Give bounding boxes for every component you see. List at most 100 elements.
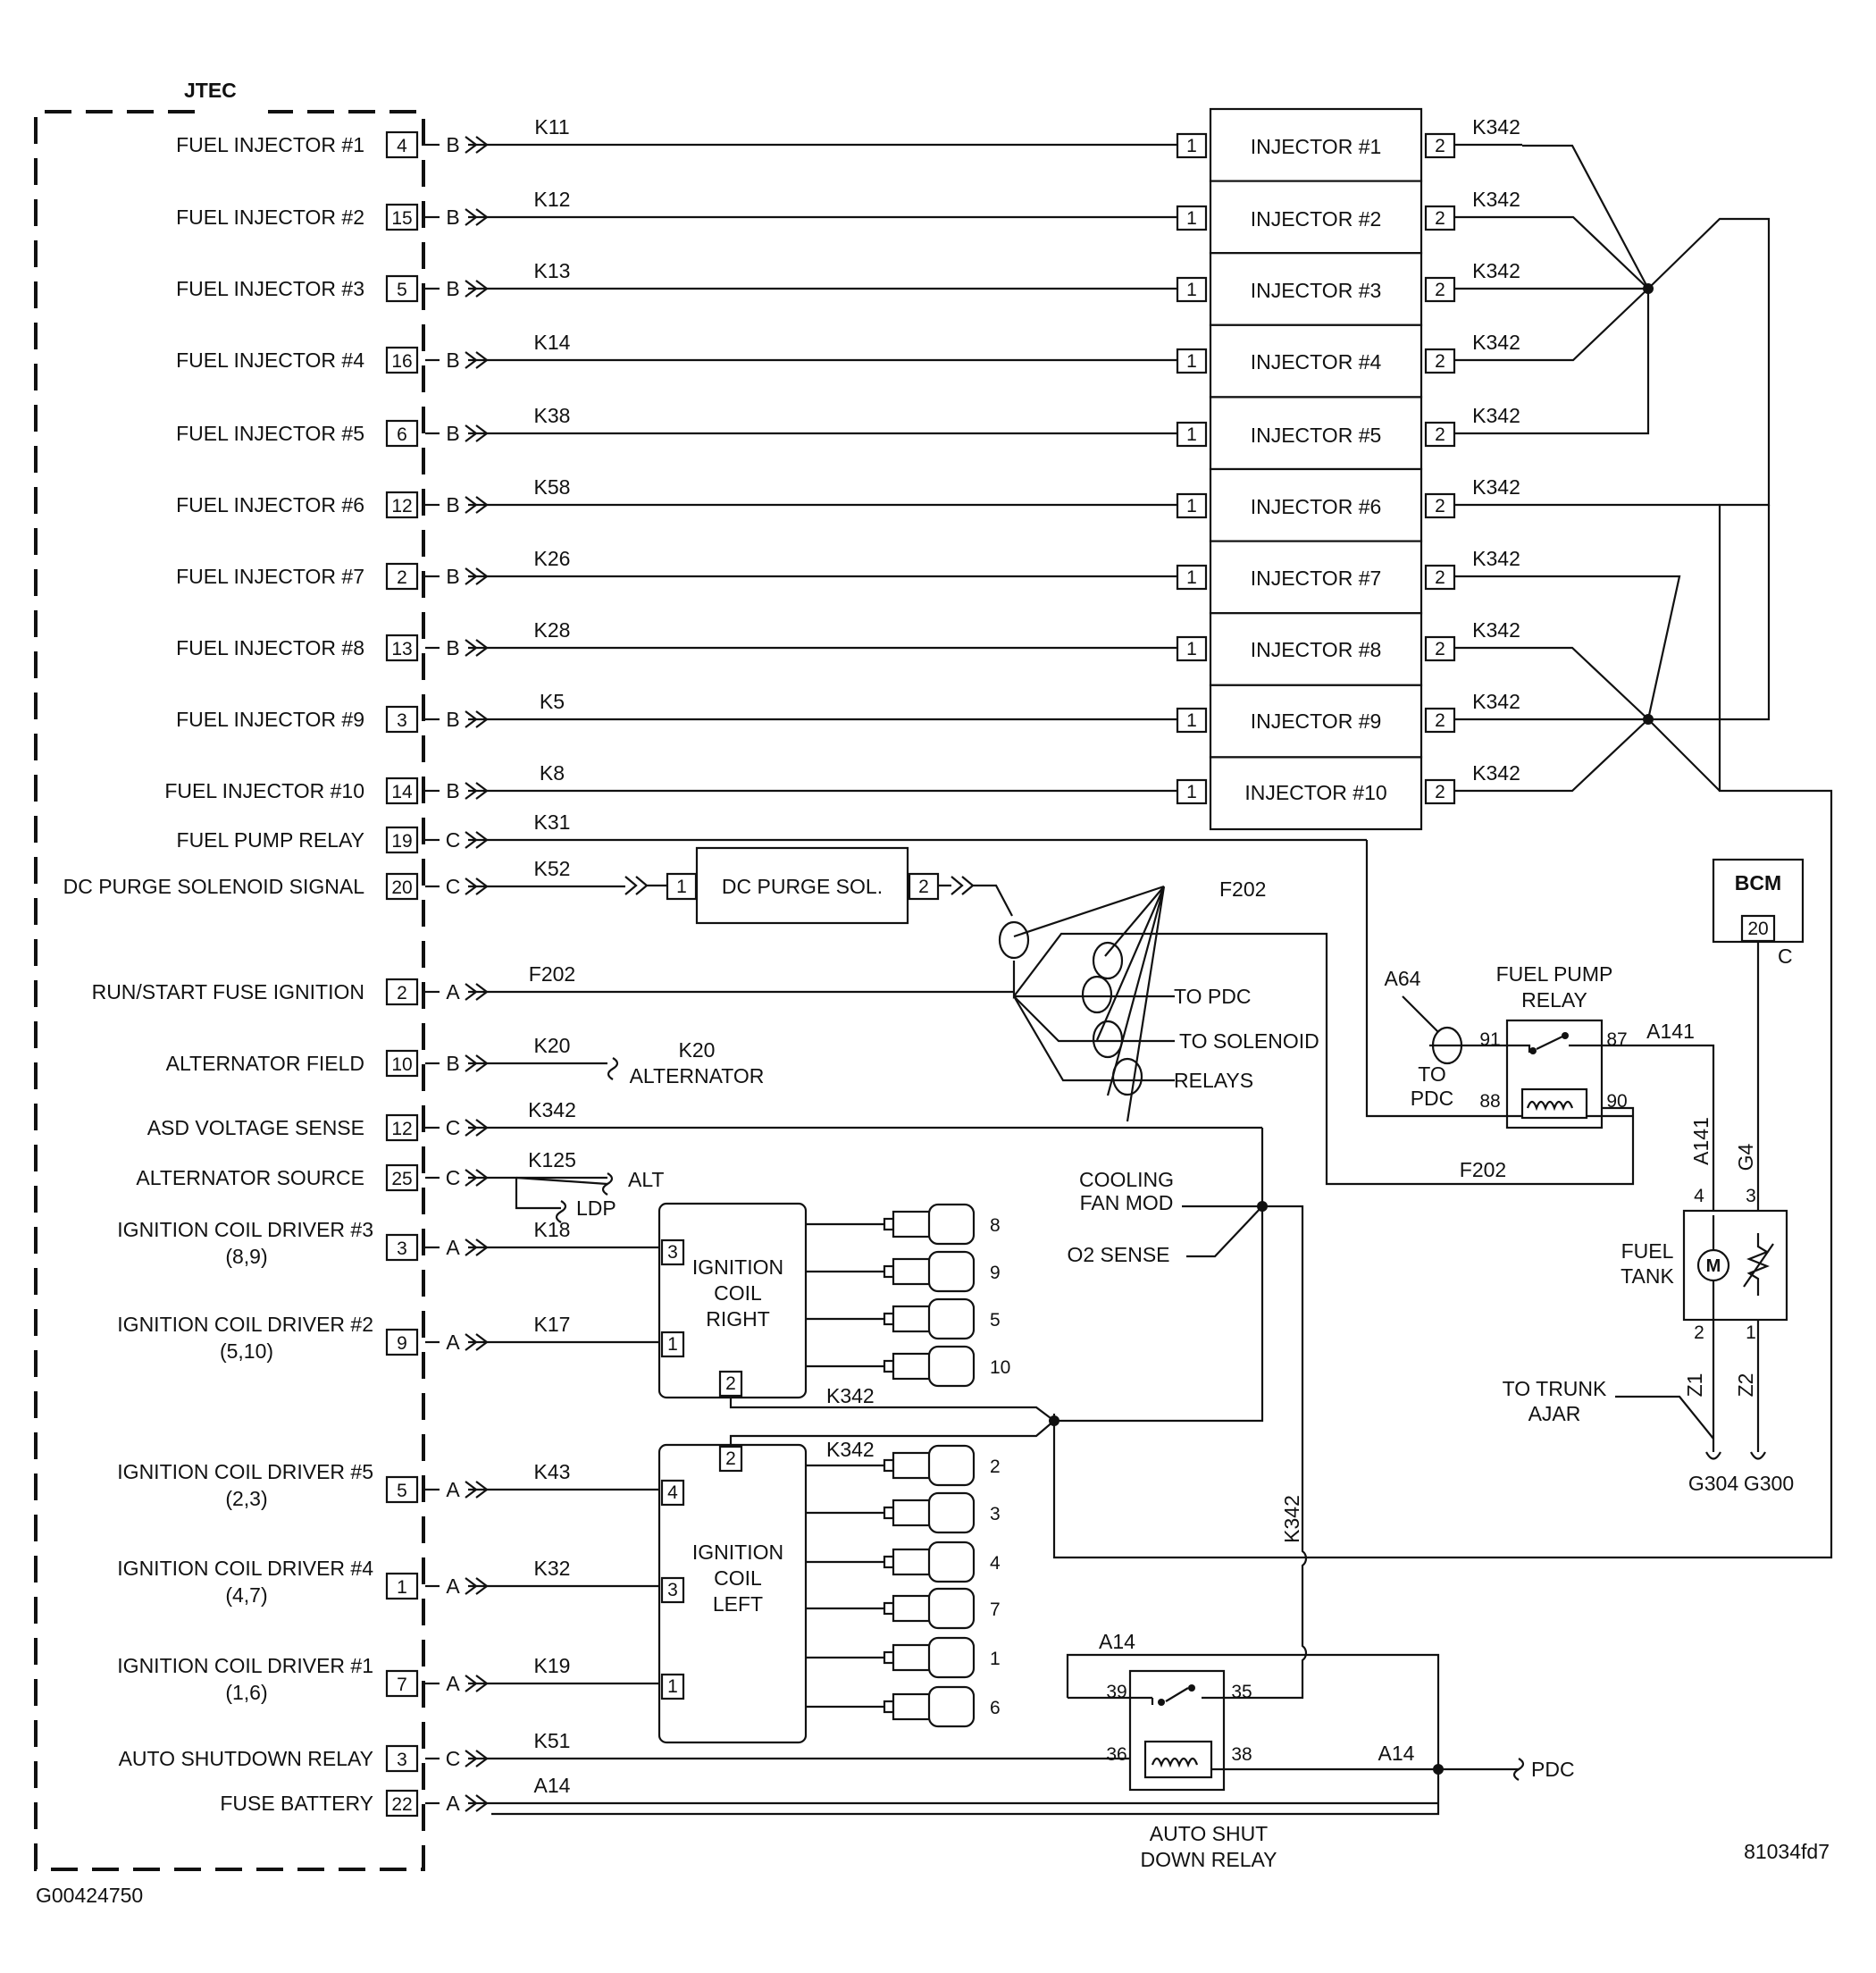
jtec-connector-letter: A: [446, 1672, 460, 1695]
coil-left-pin-1: [660, 1673, 685, 1700]
jtec-pin-number: 5: [397, 1481, 407, 1501]
jtec-row-label: FUEL INJECTOR #9: [176, 708, 364, 731]
injector-label: INJECTOR #6: [1251, 495, 1382, 518]
jtec-pin-number: 10: [391, 1054, 412, 1075]
injector-box: [1209, 252, 1423, 326]
jtec-row-label: FUEL INJECTOR #8: [176, 636, 364, 659]
svg-text:3: 3: [1746, 1186, 1756, 1206]
spark-plug-boot: [927, 1636, 976, 1679]
jtec-row-sublabel: (4,7): [225, 1583, 267, 1607]
injector-label: INJECTOR #9: [1251, 709, 1382, 733]
injector-label: INJECTOR #4: [1251, 350, 1382, 374]
svg-text:RIGHT: RIGHT: [706, 1307, 770, 1331]
svg-text:1: 1: [1186, 208, 1197, 229]
jtec-pin-box: [385, 634, 419, 662]
wire-label: K31: [534, 810, 571, 834]
jtec-pin-box: [385, 346, 419, 374]
connector-arrow: [465, 280, 489, 298]
jtec-row-label: ALTERNATOR SOURCE: [136, 1166, 364, 1189]
spark-plug-boot: [927, 1685, 976, 1728]
jtec-connector-letter: C: [446, 1166, 461, 1189]
jtec-row-label: IGNITION COIL DRIVER #4: [117, 1557, 373, 1580]
coil-left-box: [657, 1443, 808, 1744]
jtec-pin-number: 2: [397, 983, 407, 1003]
jtec-row-label: FUEL INJECTOR #2: [176, 206, 364, 229]
wire-label: K28: [534, 618, 571, 642]
bcm-pin-20: [1740, 914, 1776, 943]
injector-label: INJECTOR #1: [1251, 135, 1382, 158]
spark-plug-connector: 3: [806, 1491, 1001, 1534]
coil-right-pin-1: [660, 1331, 685, 1358]
ground-g304: G304: [1688, 1472, 1738, 1495]
jtec-connector-letter: A: [446, 1236, 460, 1259]
jtec-row-sublabel: (1,6): [225, 1681, 267, 1704]
injector-return-label: K342: [1472, 331, 1520, 354]
asd-relay-label-1: AUTO SHUT: [1150, 1822, 1268, 1845]
injector-box: [1209, 756, 1423, 831]
jtec-connector-letter: B: [446, 348, 459, 372]
jtec-row-label: FUSE BATTERY: [220, 1792, 373, 1815]
to-label: TO: [1418, 1062, 1446, 1086]
svg-text:1: 1: [1186, 351, 1197, 372]
jtec-connector-letter: A: [446, 1478, 460, 1501]
svg-text:1: 1: [1186, 424, 1197, 445]
svg-text:2: 2: [1435, 424, 1445, 445]
connector-arrow: [465, 1169, 489, 1187]
injector-return-label: K342: [1472, 404, 1520, 427]
jtec-row-label: IGNITION COIL DRIVER #2: [117, 1313, 373, 1336]
fpr-a141-label: A141: [1646, 1020, 1695, 1043]
svg-text:2: 2: [1435, 567, 1445, 588]
svg-text:IGNITION: IGNITION: [692, 1541, 783, 1564]
jtec-pin-number: 16: [391, 351, 412, 372]
to-pdc-label: TO PDC: [1174, 985, 1251, 1008]
jtec-pin-number: 6: [397, 424, 407, 445]
jtec-pin-box: [385, 826, 419, 854]
fan-mod-label: FAN MOD: [1080, 1191, 1174, 1214]
svg-text:2: 2: [1435, 136, 1445, 156]
injector-pin-2: [1424, 348, 1456, 374]
svg-text:1: 1: [676, 877, 687, 897]
connector-arrow: [465, 1794, 489, 1812]
jtec-pin-number: 19: [391, 831, 412, 852]
dc-purge-solenoid: DC PURGE SOL. 1 2: [624, 846, 1013, 925]
jtec-pin-box: [385, 872, 419, 901]
wire-label: K32: [534, 1557, 571, 1580]
svg-text:COIL: COIL: [714, 1566, 762, 1590]
injector-box: [1209, 396, 1423, 471]
connector-arrow: [465, 424, 489, 442]
wire-label: K20: [534, 1034, 571, 1057]
wire-label: K18: [534, 1218, 571, 1241]
jtec-pin-box: [385, 1328, 419, 1356]
jtec-pin-box: [385, 274, 419, 303]
jtec-pin-number: 4: [397, 136, 407, 156]
jtec-pin-number: 9: [397, 1333, 407, 1354]
injector-label: INJECTOR #3: [1251, 279, 1382, 302]
svg-text:1: 1: [1186, 639, 1197, 659]
connector-arrow: [465, 567, 489, 585]
injector-pin-1: [1176, 778, 1208, 805]
fuel-tank: M A141 4 3 2 1 FUEL TANK Z1 Z2 TO TRUNK …: [1503, 1117, 1794, 1495]
jtec-pin-number: 12: [391, 1119, 412, 1139]
jtec-pin-number: 13: [391, 639, 412, 659]
connector-arrow: [465, 1750, 489, 1767]
wire-label: K13: [534, 259, 571, 282]
jtec-pin-number: 1: [397, 1577, 407, 1598]
o2-sense-label: O2 SENSE: [1067, 1243, 1169, 1266]
spark-plug-boot: [927, 1203, 976, 1246]
spark-plug-cylinder: 7: [990, 1599, 1001, 1620]
jtec-connector-letter: B: [446, 1052, 459, 1075]
svg-text:35: 35: [1231, 1682, 1252, 1702]
coil-left-pin-3: [660, 1576, 685, 1604]
spark-plug-cylinder: 8: [990, 1215, 1001, 1236]
jtec-row-label: FUEL INJECTOR #5: [176, 422, 364, 445]
connector-arrow: [465, 877, 489, 895]
injector-pin-2: [1424, 492, 1456, 519]
a64-splice-ellipse: [1431, 1026, 1463, 1065]
connector-arrow: [465, 710, 489, 728]
